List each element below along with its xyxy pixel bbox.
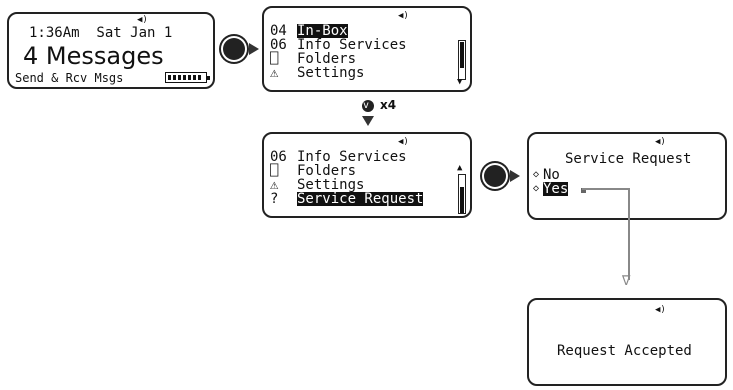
menu-item-settings[interactable]: Settings [297, 65, 365, 81]
select-button-icon[interactable] [484, 165, 506, 187]
arrow-right-icon [249, 43, 259, 55]
chevron-down-icon: v [363, 100, 370, 111]
dialog-title: Service Request [565, 151, 692, 167]
menu-item-folders[interactable]: Folders [297, 163, 357, 179]
connector-line [582, 188, 630, 190]
connector-line [628, 188, 630, 280]
speaker-icon: ◀) [655, 305, 666, 315]
settings-icon: ⚠ [270, 65, 279, 81]
phone-screen-home: ◀) 1:36Am Sat Jan 1 4 Messages Send & Rc… [7, 12, 215, 89]
phone-screen-request-accepted: ◀) Request Accepted [527, 298, 727, 386]
speaker-icon: ◀) [137, 15, 148, 25]
menu-row-num: 04 [270, 23, 287, 39]
select-button-icon[interactable] [223, 38, 245, 60]
confirmation-message: Request Accepted [557, 343, 692, 359]
radio-yes-icon: ◇ [533, 183, 540, 194]
phone-screen-service-request: ◀) Service Request ◇ No ◇ Yes [527, 132, 727, 220]
speaker-icon: ◀) [655, 137, 666, 147]
radio-no-icon: ◇ [533, 169, 540, 180]
question-icon: ? [270, 191, 279, 207]
menu-item-settings[interactable]: Settings [297, 177, 365, 193]
send-receive-label: Send & Rcv Msgs [15, 71, 124, 85]
speaker-icon: ◀) [398, 11, 409, 21]
menu-item-inbox[interactable]: In-Box [297, 23, 348, 39]
settings-icon: ⚠ [270, 177, 279, 193]
speaker-icon: ◀) [398, 137, 409, 147]
time-date-label: 1:36Am Sat Jan 1 [29, 25, 173, 41]
repeat-count-label: x4 [380, 98, 397, 112]
select-button-icon[interactable] [362, 100, 374, 112]
menu-row-num: 06 [270, 37, 287, 53]
menu-item-folders[interactable]: Folders [297, 51, 357, 67]
menu-item-info-services[interactable]: Info Services [297, 37, 407, 53]
arrow-right-icon [510, 170, 520, 182]
arrow-down-icon: ∇ [622, 273, 631, 289]
menu-item-info-services[interactable]: Info Services [297, 149, 407, 165]
phone-screen-menu: ◀) 04 In-Box 06 Info Services ⎕ Folders … [262, 6, 472, 92]
messages-count-label: 4 Messages [23, 42, 164, 70]
scroll-up-icon: ▲ [457, 163, 463, 173]
option-yes[interactable]: Yes [543, 181, 569, 197]
folder-icon: ⎕ [270, 163, 279, 179]
menu-row-num: 06 [270, 149, 287, 165]
scroll-down-icon: ▼ [457, 77, 463, 87]
scrollbar[interactable] [458, 40, 466, 80]
option-no[interactable]: No [543, 167, 560, 183]
menu-item-service-request[interactable]: Service Request [297, 191, 424, 207]
arrow-down-icon [362, 116, 374, 126]
pointer-marker [581, 188, 586, 193]
battery-icon [165, 72, 210, 83]
scrollbar[interactable] [458, 174, 466, 214]
phone-screen-menu-scrolled: ◀) 06 Info Services ⎕ Folders ⚠ Settings… [262, 132, 472, 218]
folder-icon: ⎕ [270, 51, 279, 67]
